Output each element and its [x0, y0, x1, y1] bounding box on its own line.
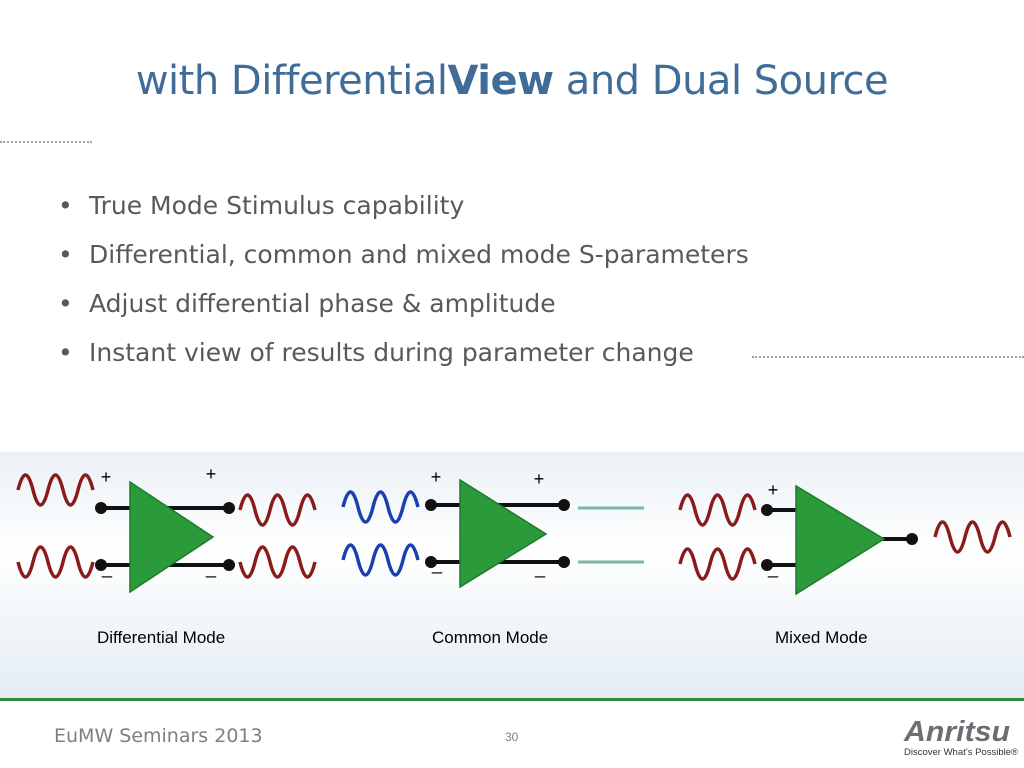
bullet-item: • Differential, common and mixed mode S-p… — [58, 237, 749, 286]
sine-wave-icon — [933, 520, 1012, 554]
sine-wave-icon — [16, 473, 95, 507]
common-mode-diagram: + + _ _ — [341, 467, 644, 589]
terminal-dot — [425, 499, 437, 511]
mode-diagrams: + + _ _ + + _ _ + _ — [16, 464, 1012, 596]
bullet-item: • Instant view of results during paramete… — [58, 335, 749, 384]
bullet-dot-icon: • — [58, 191, 73, 220]
title-pre: with Differential — [135, 58, 448, 104]
bullet-text: Adjust differential phase & amplitude — [89, 289, 556, 318]
anritsu-logo: Anritsu Discover What’s Possible® — [903, 716, 1018, 758]
caption-differential-mode: Differential Mode — [97, 628, 226, 647]
bullet-text: Instant view of results during parameter… — [89, 338, 694, 367]
minus-sign: _ — [767, 558, 779, 579]
sine-wave-icon — [341, 490, 420, 524]
footer-event-label: EuMW Seminars 2013 — [54, 725, 263, 747]
logo-tagline: Discover What’s Possible® — [904, 747, 1018, 758]
footer-green-rule — [0, 698, 1024, 701]
plus-sign: + — [431, 467, 442, 487]
bullet-dot-icon: • — [58, 289, 73, 318]
minus-sign: _ — [101, 558, 113, 579]
sine-wave-icon — [238, 493, 317, 527]
minus-sign: _ — [534, 558, 546, 579]
plus-sign: + — [101, 467, 112, 487]
terminal-dot — [95, 559, 107, 571]
terminal-dot — [223, 559, 235, 571]
plus-sign: + — [534, 469, 545, 489]
minus-sign: _ — [205, 558, 217, 579]
terminal-dot — [95, 502, 107, 514]
caption-mixed-mode: Mixed Mode — [775, 628, 868, 647]
page-number: 30 — [505, 730, 519, 744]
mixed-mode-diagram: + _ — [678, 480, 1012, 596]
bullet-text: Differential, common and mixed mode S-pa… — [89, 240, 749, 269]
terminal-dot — [223, 502, 235, 514]
bullet-item: • True Mode Stimulus capability — [58, 188, 749, 237]
title-dotted-rule — [0, 141, 92, 143]
diagram-background-band — [0, 452, 1024, 698]
sine-wave-icon — [678, 547, 757, 581]
logo-wordmark: Anritsu — [903, 716, 1010, 748]
title-post: and Dual Source — [553, 58, 889, 104]
minus-sign: _ — [431, 554, 443, 575]
bullet-list: • True Mode Stimulus capability • Differen… — [58, 188, 749, 384]
sine-wave-icon — [341, 543, 420, 577]
amplifier-triangle-icon — [459, 478, 548, 589]
terminal-dot — [558, 556, 570, 568]
slide-title: with DifferentialView and Dual Source — [0, 58, 1024, 104]
bullet-dot-icon: • — [58, 240, 73, 269]
terminal-dot — [425, 556, 437, 568]
sine-wave-icon — [678, 493, 757, 527]
terminal-dot — [558, 499, 570, 511]
caption-common-mode: Common Mode — [432, 628, 549, 647]
sine-wave-icon — [16, 545, 95, 579]
amplifier-triangle-icon — [129, 480, 215, 594]
plus-sign: + — [206, 464, 217, 484]
bullet-dot-icon: • — [58, 338, 73, 367]
bullet-text: True Mode Stimulus capability — [89, 191, 465, 220]
terminal-dot — [906, 533, 918, 545]
differential-mode-diagram: + + _ _ — [16, 464, 317, 594]
sine-wave-icon — [238, 545, 317, 579]
title-bold: View — [447, 58, 555, 104]
bullet-item: • Adjust differential phase & amplitude — [58, 286, 749, 335]
terminal-dot — [761, 559, 773, 571]
bullet-dotted-rule — [752, 356, 1024, 358]
terminal-dot — [761, 504, 773, 516]
amplifier-triangle-icon — [795, 484, 886, 596]
plus-sign: + — [768, 480, 779, 500]
